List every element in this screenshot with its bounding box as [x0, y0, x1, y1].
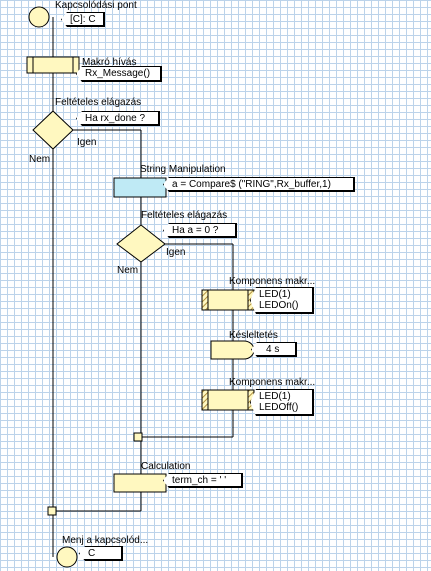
goto-connection-point[interactable] — [56, 546, 78, 568]
calc-callout-text: term_ch = ' ' — [172, 475, 227, 486]
decision2-no-label: Nem — [117, 265, 139, 276]
decision2-yes-label: Igen — [166, 247, 186, 258]
delay-label: Késleltetés — [229, 330, 278, 341]
junction-decision2 — [133, 432, 143, 442]
macro-label: Makró hívás — [82, 57, 137, 68]
decision2-diamond[interactable] — [116, 224, 166, 263]
decision1-no-label: Nem — [29, 154, 51, 165]
decision1-callout[interactable]: Ha rx_done ? — [76, 111, 160, 126]
macro-callout[interactable]: Rx_Message() — [76, 66, 162, 82]
comp1-callout-line2: LEDOn() — [259, 300, 299, 311]
decision1-yes-label: Igen — [77, 137, 97, 148]
decision2-callout-text: Ha a = 0 ? — [172, 225, 219, 236]
decision1-label: Feltételes elágazás — [55, 97, 142, 108]
string-callout-text: a = Compare$ ("RING",Rx_buffer,1) — [172, 179, 331, 190]
goto-callout[interactable]: C — [79, 546, 123, 561]
comp1-callout-line1: LED(1) — [259, 289, 291, 300]
delay-callout-text: 4 s — [266, 344, 280, 355]
delay-callout[interactable]: 4 s — [251, 342, 297, 357]
calc-callout[interactable]: term_ch = ' ' — [163, 473, 243, 488]
start-callout-text: [C]: C — [70, 14, 96, 25]
decision1-diamond[interactable] — [32, 110, 74, 150]
start-callout[interactable]: [C]: C — [61, 12, 105, 27]
component-macro1-box[interactable] — [201, 289, 255, 311]
start-label: Kapcsolódási pont — [55, 0, 137, 11]
comp2-label: Komponens makr... — [229, 377, 316, 388]
comp2-callout-line1: LED(1) — [259, 391, 291, 402]
decision1-callout-text: Ha rx_done ? — [85, 113, 146, 124]
goto-callout-text: C — [88, 548, 96, 559]
calc-label: Calculation — [141, 461, 191, 472]
component-macro2-box[interactable] — [201, 389, 255, 411]
decision2-label: Feltételes elágazás — [141, 210, 228, 221]
junction-decision1 — [47, 506, 57, 516]
string-label: String Manipulation — [140, 164, 226, 175]
comp2-callout-line2: LEDOff() — [259, 402, 299, 413]
macro-callout-text: Rx_Message() — [85, 68, 151, 79]
comp1-label: Komponens makr... — [229, 276, 316, 287]
goto-label: Menj a kapcsolód... — [62, 535, 149, 546]
delay-box[interactable] — [210, 340, 255, 360]
start-connection-point[interactable] — [28, 6, 50, 28]
decision2-callout[interactable]: Ha a = 0 ? — [163, 223, 237, 238]
macro-call-box[interactable] — [26, 56, 80, 74]
string-manipulation-box[interactable] — [113, 177, 167, 198]
calculation-box[interactable] — [113, 473, 167, 493]
string-callout[interactable]: a = Compare$ ("RING",Rx_buffer,1) — [163, 177, 355, 192]
comp2-callout[interactable]: LED(1) LEDOff() — [250, 389, 314, 416]
comp1-callout[interactable]: LED(1) LEDOn() — [250, 287, 314, 314]
